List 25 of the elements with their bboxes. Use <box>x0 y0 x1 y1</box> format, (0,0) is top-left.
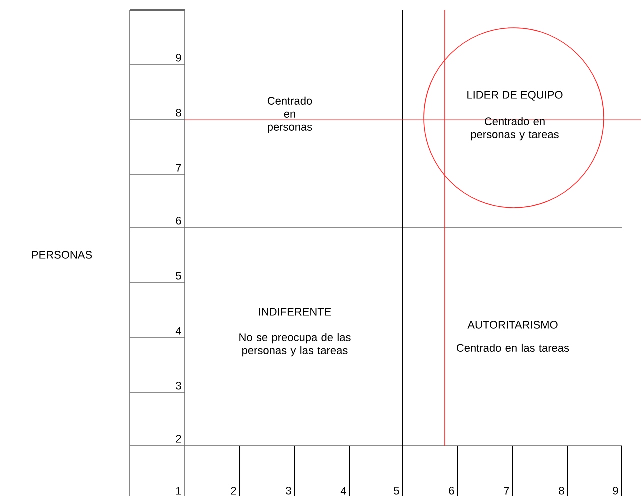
axis-number: 7 <box>176 164 182 172</box>
axis-number: 9 <box>613 487 618 495</box>
axis-number: 1 <box>176 487 182 495</box>
axis-number: 4 <box>340 487 346 495</box>
axis-number: 3 <box>176 382 182 390</box>
quadrant-label: Centrado en personas y tareas <box>471 117 559 141</box>
axis-number: 8 <box>176 109 182 117</box>
axis-number: 5 <box>394 487 400 495</box>
axis-number: 5 <box>176 272 182 280</box>
quadrant-title: INDIFERENTE <box>259 308 332 316</box>
axis-number: 7 <box>504 487 510 495</box>
quadrant-label: No se preocupa de las personas y las tareas <box>240 333 351 357</box>
axis-number: 2 <box>176 435 182 443</box>
quadrant-title: AUTORITARISMO <box>468 321 558 329</box>
axis-number: 6 <box>449 487 454 495</box>
axis-number: 6 <box>176 217 182 225</box>
axis-number: 4 <box>176 327 182 335</box>
quadrant-title: LIDER DE EQUIPO <box>468 91 563 101</box>
axis-title: PERSONAS <box>32 251 92 259</box>
quadrant-label: Centrado en las tareas <box>457 344 570 352</box>
axis-number: 2 <box>231 487 236 495</box>
quadrant-label: Centrado en personas <box>268 96 312 134</box>
axis-number: 3 <box>286 487 292 495</box>
axis-number: 8 <box>559 487 564 495</box>
axis-number: 9 <box>176 54 182 62</box>
